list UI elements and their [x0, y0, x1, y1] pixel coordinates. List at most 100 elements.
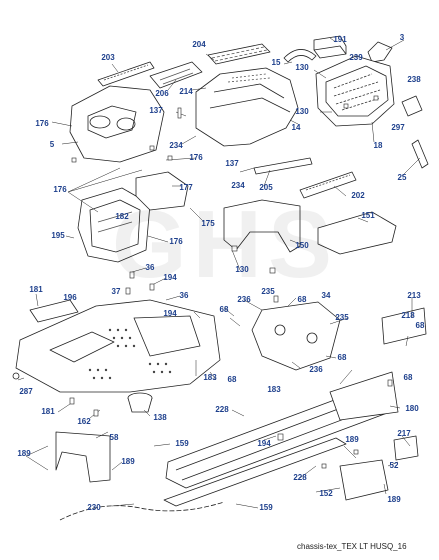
callout-203: 203: [101, 53, 115, 62]
callout-138: 138: [153, 413, 167, 422]
part-5-dash-console: [69, 85, 165, 163]
callout-137: 137: [225, 159, 239, 168]
callout-36: 36: [179, 291, 189, 300]
callout-189: 189: [121, 457, 135, 466]
callout-3: 3: [399, 33, 405, 42]
callout-182: 182: [115, 212, 129, 221]
callout-68: 68: [297, 295, 307, 304]
callout-236: 236: [237, 295, 251, 304]
callout-37: 37: [111, 287, 121, 296]
part-150-hood-support: [223, 199, 301, 253]
callout-235: 235: [261, 287, 275, 296]
callout-287: 287: [19, 387, 33, 396]
callout-36: 36: [145, 263, 155, 272]
part-3-ornament: [367, 41, 393, 63]
callout-68: 68: [415, 321, 425, 330]
callout-183: 183: [203, 373, 217, 382]
callout-151: 151: [361, 211, 375, 220]
callout-176: 176: [53, 185, 67, 194]
callout-239: 239: [349, 53, 363, 62]
part-25-rod: [411, 139, 429, 169]
callout-58: 58: [109, 433, 119, 442]
callout-218: 218: [401, 311, 415, 320]
part-206-console-plate: [149, 61, 203, 89]
callout-189: 189: [387, 495, 401, 504]
callout-15: 15: [271, 58, 281, 67]
callout-236: 236: [309, 365, 323, 374]
callout-18: 18: [373, 141, 383, 150]
callout-189: 189: [345, 435, 359, 444]
part-14-hood: [195, 67, 299, 147]
callout-214: 214: [179, 87, 193, 96]
callout-195: 195: [51, 231, 65, 240]
part-297-block: [401, 95, 423, 117]
callout-183: 183: [267, 385, 281, 394]
callout-206: 206: [155, 89, 169, 98]
callout-189: 189: [17, 449, 31, 458]
callout-202: 202: [351, 191, 365, 200]
part-frame-rail-lower: [163, 437, 347, 507]
callout-230: 230: [87, 503, 101, 512]
callout-205: 205: [259, 183, 273, 192]
callout-150: 150: [295, 241, 309, 250]
part-196-plate: [29, 299, 79, 323]
callout-14: 14: [291, 123, 301, 132]
part-217-bracket: [393, 435, 419, 461]
part-177-bracket: [135, 171, 189, 211]
callout-194: 194: [163, 273, 177, 282]
part-191-cap: [313, 35, 347, 59]
callout-5: 5: [49, 140, 55, 149]
callout-213: 213: [407, 291, 421, 300]
callout-180: 180: [405, 404, 419, 413]
callout-297: 297: [391, 123, 405, 132]
part-205-strip: [253, 157, 313, 175]
callout-130: 130: [295, 107, 309, 116]
callout-68: 68: [403, 373, 413, 382]
part-138-cup: [127, 392, 153, 413]
callout-234: 234: [231, 181, 245, 190]
callout-191: 191: [333, 35, 347, 44]
part-151-bracket: [317, 211, 397, 255]
callout-130: 130: [295, 63, 309, 72]
callout-217: 217: [397, 429, 411, 438]
footboard-tread-pattern: [88, 328, 172, 380]
callout-175: 175: [201, 219, 215, 228]
callout-181: 181: [29, 285, 43, 294]
callout-181: 181: [41, 407, 55, 416]
callout-176: 176: [169, 237, 183, 246]
part-152-plate: [339, 459, 389, 501]
part-58-bracket: [55, 431, 111, 483]
callout-25: 25: [397, 173, 407, 182]
callout-162: 162: [77, 417, 91, 426]
callout-176: 176: [189, 153, 203, 162]
callout-177: 177: [179, 183, 193, 192]
part-15-strap: [283, 49, 317, 63]
callout-176: 176: [35, 119, 49, 128]
diagram-caption: chassis-tex_TEX LT HUSQ_16: [297, 542, 407, 551]
callout-238: 238: [407, 75, 421, 84]
callout-137: 137: [149, 106, 163, 115]
fasteners: [69, 95, 393, 469]
callout-34: 34: [321, 291, 331, 300]
callout-52: 52: [389, 461, 399, 470]
callout-159: 159: [259, 503, 273, 512]
callout-235: 235: [335, 313, 349, 322]
part-218-bracket: [381, 307, 427, 345]
part-182-lower-console: [77, 187, 151, 263]
part-230-cable: [59, 501, 225, 521]
callout-196: 196: [63, 293, 77, 302]
callout-130: 130: [235, 265, 249, 274]
part-34-bracket-plate: [251, 301, 341, 371]
callout-194: 194: [163, 309, 177, 318]
callout-68: 68: [219, 305, 229, 314]
part-239-grille-assembly: [315, 55, 395, 127]
callout-68: 68: [337, 353, 347, 362]
callout-152: 152: [319, 489, 333, 498]
callout-159: 159: [175, 439, 189, 448]
callout-204: 204: [192, 40, 206, 49]
callout-68: 68: [227, 375, 237, 384]
part-287-fastener: [12, 372, 20, 380]
callout-228: 228: [293, 473, 307, 482]
callout-234: 234: [169, 141, 183, 150]
